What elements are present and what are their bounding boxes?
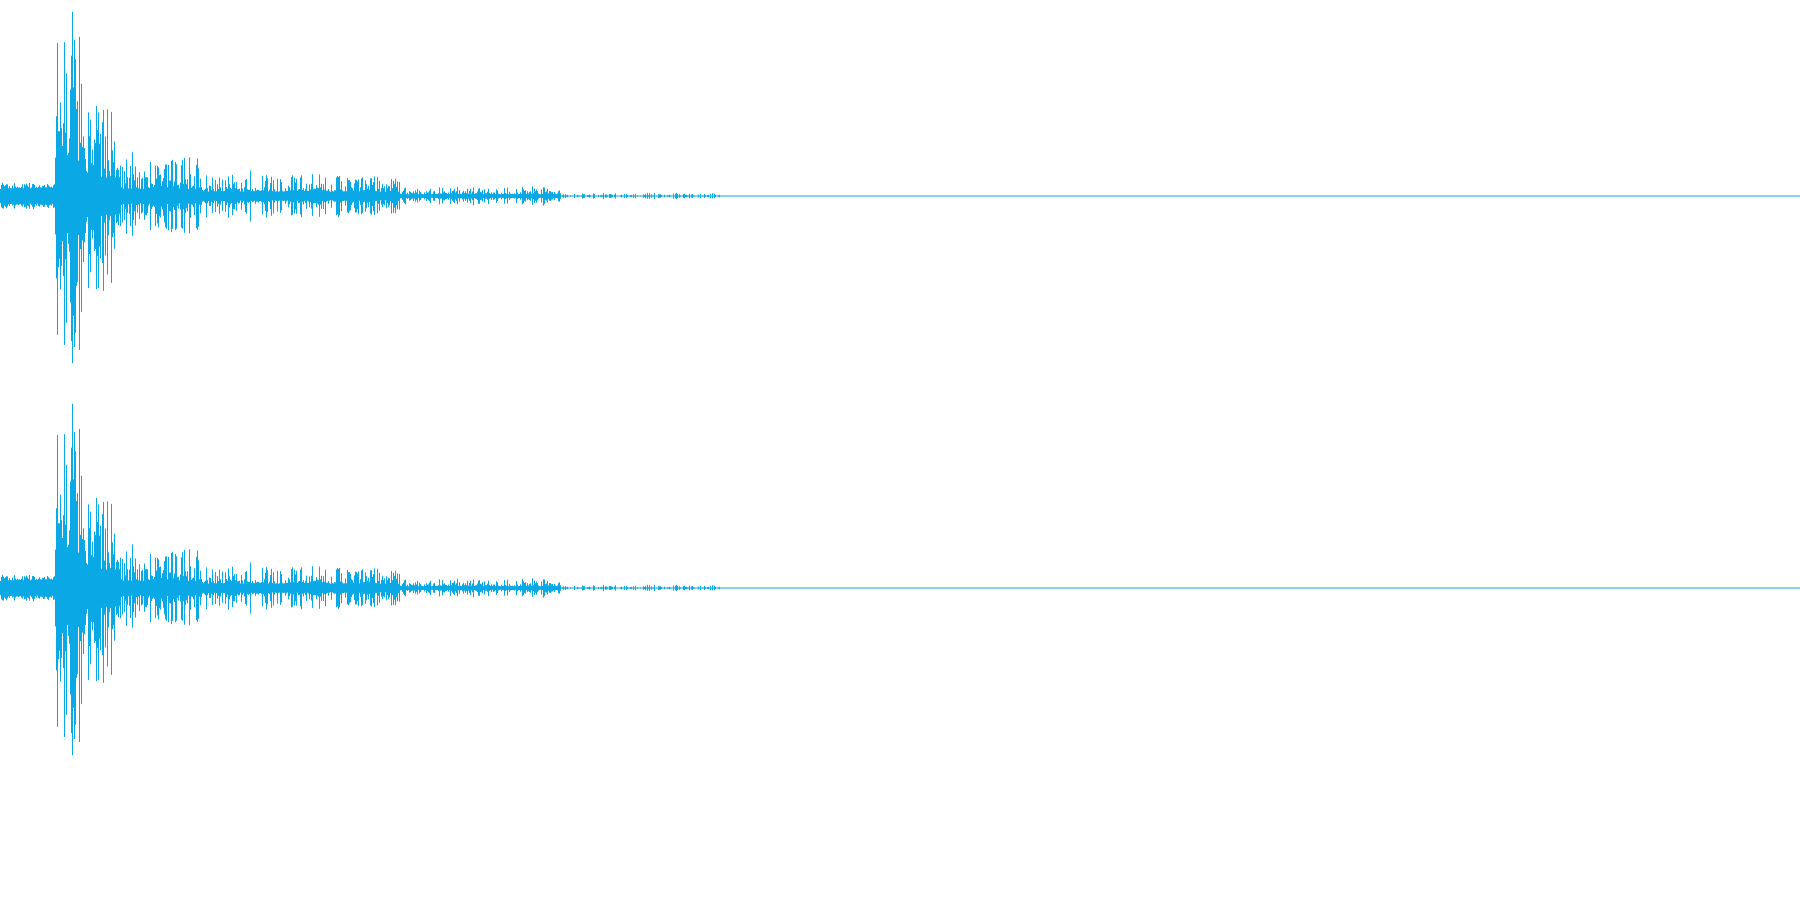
channel-1-signal (0, 11, 720, 364)
channel-2-waveform (0, 403, 1800, 756)
channel-2-signal (0, 403, 720, 756)
channel-1-waveform (0, 11, 1800, 364)
